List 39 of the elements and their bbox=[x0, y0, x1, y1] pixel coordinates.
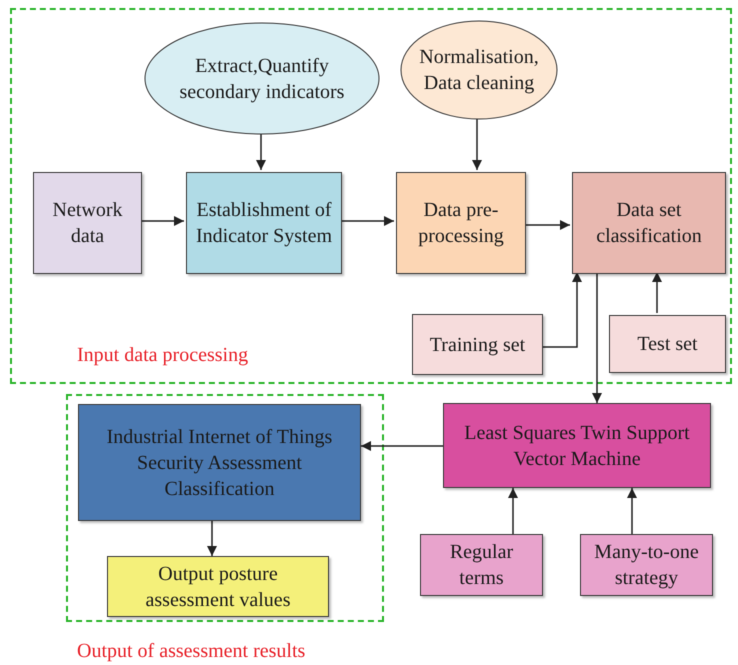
arrow bbox=[541, 272, 582, 348]
box-label: Network data bbox=[52, 198, 124, 249]
box-label: Test set bbox=[637, 332, 698, 357]
box-label: Data set classification bbox=[595, 198, 703, 249]
process-box bbox=[107, 556, 329, 617]
arrow bbox=[508, 488, 518, 534]
process-box bbox=[580, 534, 713, 596]
arrow bbox=[256, 133, 266, 170]
process-box bbox=[33, 172, 142, 274]
box-label: Output posture assessment values bbox=[144, 562, 292, 612]
process-box bbox=[186, 172, 342, 274]
process-box bbox=[609, 315, 726, 373]
arrow bbox=[207, 521, 217, 556]
arrow bbox=[627, 488, 637, 534]
arrow bbox=[652, 272, 662, 313]
process-box bbox=[420, 534, 543, 596]
process-box bbox=[412, 314, 543, 375]
arrow bbox=[361, 441, 443, 451]
process-box bbox=[396, 172, 526, 274]
group-label: Output of assessment results bbox=[77, 640, 306, 663]
ellipse-label: Extract,Quantify secondary indicators bbox=[178, 54, 346, 104]
box-label: Industrial Internet of Things Security Assessment Classification bbox=[106, 424, 334, 502]
arrow bbox=[524, 220, 570, 230]
dashed-group-frame bbox=[10, 8, 732, 384]
arrow bbox=[340, 216, 394, 226]
arrow bbox=[592, 272, 602, 403]
box-label: Training set bbox=[430, 332, 526, 358]
box-label: Establishment of Indicator System bbox=[195, 198, 333, 249]
box-label: Regular terms bbox=[448, 540, 514, 591]
process-box bbox=[572, 172, 726, 274]
arrow bbox=[140, 216, 184, 226]
process-box bbox=[78, 404, 361, 521]
box-label: Many-to-one strategy bbox=[593, 540, 700, 591]
process-box bbox=[443, 403, 711, 488]
box-label: Least Squares Twin Support Vector Machine bbox=[463, 420, 691, 472]
ellipse-label: Normalisation, Data cleaning bbox=[418, 45, 540, 96]
box-label: Data pre-processing bbox=[417, 198, 505, 249]
group-label: Input data processing bbox=[77, 344, 248, 367]
arrow bbox=[472, 118, 482, 170]
